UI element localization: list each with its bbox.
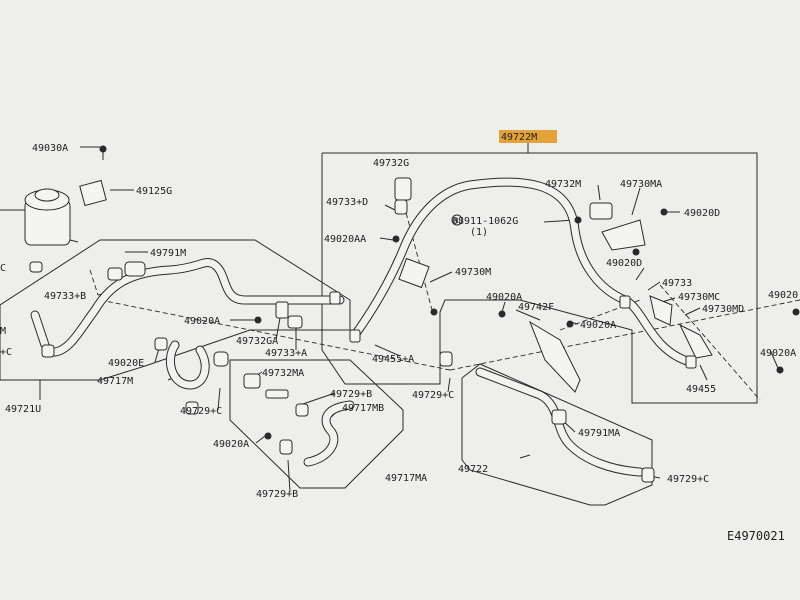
reservoir-tank <box>0 188 79 246</box>
part-label: 49730MA <box>620 179 662 190</box>
assembly-49722M-outline <box>321 152 758 404</box>
highlighted-part-marker <box>499 130 557 143</box>
part-label: 49729+C <box>180 406 222 417</box>
part-label: 49732M <box>545 179 581 190</box>
bolts <box>99 145 800 440</box>
cooler-tube-49722 <box>475 367 645 477</box>
part-label: 49020D <box>684 208 720 219</box>
part-label: 49732MA <box>262 368 304 379</box>
part-label: 49020 <box>768 290 798 301</box>
assembly-49721U-outline <box>0 239 351 381</box>
part-labels: 49722M 49030A 49125G 49791M 49733+B 4902… <box>0 132 798 543</box>
part-label: 49020A <box>760 348 796 359</box>
n-symbol-icon <box>451 214 463 226</box>
part-label: 49717M <box>97 376 133 387</box>
part-label: 49455+A <box>372 354 414 365</box>
hose-loop-49717M <box>166 340 210 390</box>
part-label: 49791MA <box>578 428 620 439</box>
part-label: 49733+D <box>326 197 368 208</box>
part-label: 49125G <box>136 186 172 197</box>
part-label: 49730M <box>455 267 491 278</box>
fittings <box>29 177 713 483</box>
part-label: 49030A <box>32 143 68 154</box>
part-label: 49717MA <box>385 473 427 484</box>
part-label: 49733 <box>662 278 692 289</box>
part-label: 49730MD <box>702 304 744 315</box>
part-label: 49721U <box>5 404 41 415</box>
svg-text:N: N <box>454 217 458 225</box>
part-label: 49020D <box>606 258 642 269</box>
part-label: 49729+B <box>256 489 298 500</box>
part-label: 49020A <box>184 316 220 327</box>
hose-49721U <box>50 258 345 357</box>
part-label: 49020A <box>213 439 249 450</box>
small-hose-left <box>30 310 50 350</box>
part-label: 49729+B <box>330 389 372 400</box>
part-label: 49729+C <box>412 390 454 401</box>
hose-49722M <box>350 177 695 367</box>
part-label: 49733+A <box>265 348 307 359</box>
part-label: 49020AA <box>324 234 366 245</box>
part-label-49722M: 49722M <box>501 132 537 143</box>
part-label: 08911-1062G <box>452 216 518 227</box>
part-label: +C <box>0 347 12 358</box>
part-label: 49729+C <box>667 474 709 485</box>
part-label: 49020E <box>108 358 144 369</box>
part-label: 49791M <box>150 248 186 259</box>
part-label: 49732G <box>373 158 409 169</box>
drawing-code: E4970021 <box>727 529 785 543</box>
part-label: 49717MB <box>342 403 384 414</box>
part-label: 49722 <box>458 464 488 475</box>
part-label: 49455 <box>686 384 716 395</box>
assembly-49717MA-outline <box>229 359 404 489</box>
part-label: M <box>0 326 6 337</box>
part-label: C <box>0 263 6 274</box>
hose-49717MB <box>303 400 355 467</box>
part-label: 49730MC <box>678 292 720 303</box>
part-label: 49732GA <box>236 336 278 347</box>
part-label: (1) <box>470 227 488 238</box>
part-label: 49020A <box>580 320 616 331</box>
part-label: 49742F <box>518 302 554 313</box>
part-label: 49020A <box>486 292 522 303</box>
part-label: 49733+B <box>44 291 86 302</box>
assembly-49722-outline <box>461 363 653 506</box>
